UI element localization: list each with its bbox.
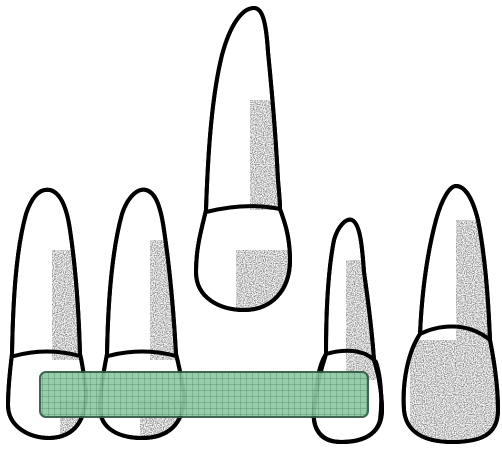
tooth-far-right — [404, 186, 498, 442]
tooth-top-center — [196, 8, 290, 310]
mesh-splint-band — [40, 372, 368, 417]
